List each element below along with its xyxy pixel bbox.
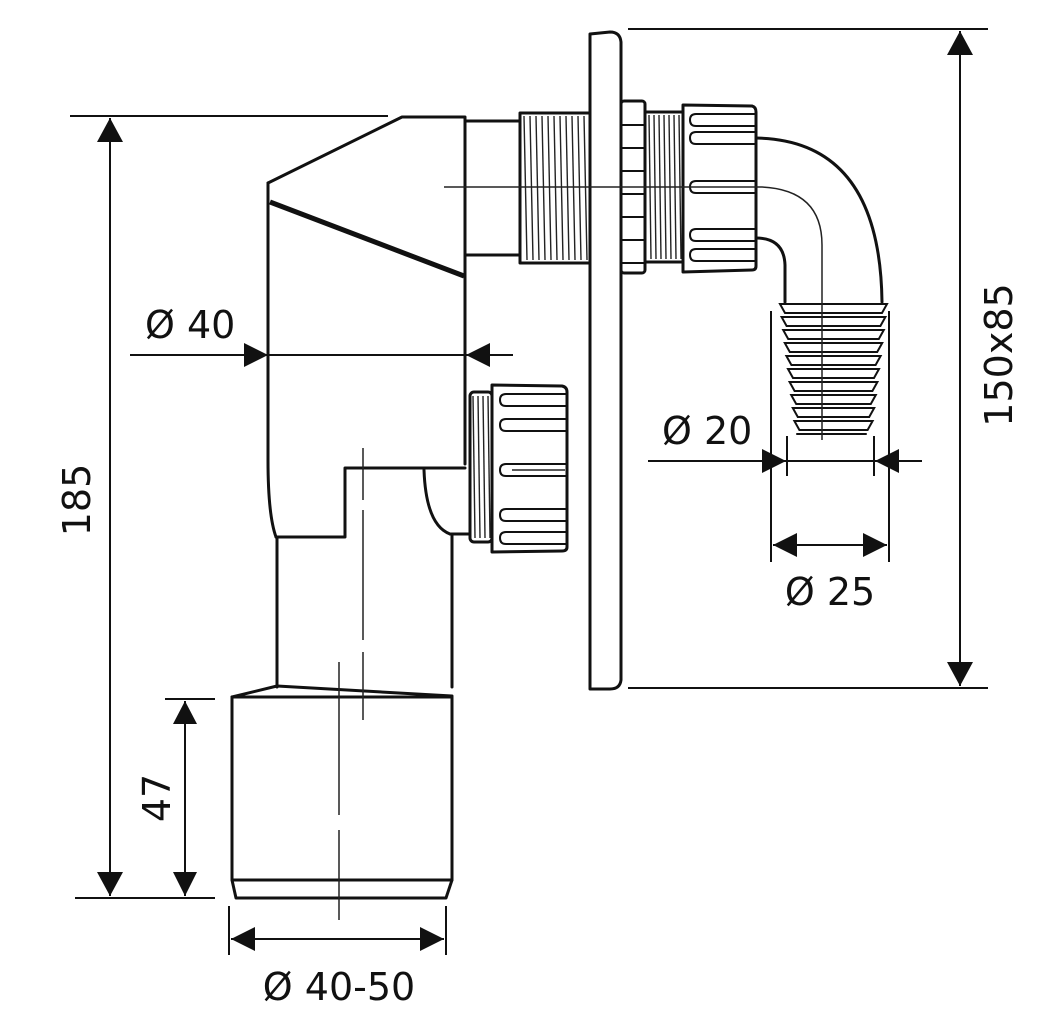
- union-nut: [681, 103, 758, 274]
- hose-rib: [786, 368, 881, 379]
- thread-line: [583, 115, 588, 261]
- hose-rib: [783, 342, 884, 353]
- arrowhead: [231, 927, 255, 951]
- thread-line: [571, 115, 576, 261]
- arrowhead: [863, 533, 887, 557]
- hose-rib: [779, 316, 888, 327]
- thread-line: [487, 395, 491, 539]
- dim-label-150x85: 150x85: [977, 283, 1021, 426]
- nut-grip-slot: [498, 463, 568, 477]
- nut-grip-slot: [688, 228, 757, 242]
- arrowhead: [466, 343, 490, 367]
- dim-label-47: 47: [135, 774, 179, 822]
- arrowhead: [244, 343, 268, 367]
- threaded-wall-connector: [518, 111, 592, 265]
- arrowhead: [420, 927, 444, 951]
- arrowhead: [762, 449, 786, 473]
- thread-line: [577, 115, 582, 261]
- nut-grip-slot: [498, 508, 568, 522]
- arrowhead: [773, 533, 797, 557]
- arrowhead: [97, 118, 123, 142]
- thread-line: [477, 395, 481, 539]
- dimension-outlet-diameter: Ø 40-50: [228, 906, 447, 1009]
- nut-grip-slot: [498, 393, 568, 407]
- arrowhead: [947, 662, 973, 686]
- dim-label-diameter-25: Ø 25: [785, 570, 875, 614]
- dimension-hose-outer-diameter: Ø 25: [770, 311, 890, 614]
- center-lines: [338, 186, 823, 920]
- arrowhead: [947, 31, 973, 55]
- thread-line: [482, 395, 486, 539]
- arrowhead: [97, 872, 123, 896]
- nut-grip-slot: [688, 113, 757, 127]
- thread-line: [547, 115, 552, 261]
- hose-rib: [787, 381, 880, 392]
- siphon-body: [266, 115, 472, 689]
- hose-rib: [784, 355, 883, 366]
- dim-label-diameter-40: Ø 40: [145, 303, 235, 347]
- rear-outlet-stub: [464, 119, 522, 257]
- thread-line: [553, 115, 558, 261]
- dimension-outlet-height: 47: [135, 698, 215, 896]
- hose-rib: [778, 303, 889, 314]
- dimension-wall-plate: 150x85: [628, 28, 1021, 689]
- wall-plate: [588, 30, 623, 691]
- nut-grip-slot: [498, 418, 568, 432]
- dim-label-diameter-20: Ø 20: [662, 409, 752, 453]
- arrowhead: [173, 701, 197, 724]
- thread-line: [529, 115, 534, 261]
- hose-rib: [789, 394, 878, 405]
- arrowhead: [173, 872, 197, 896]
- thread-line: [523, 115, 528, 261]
- dimension-body-diameter: Ø 40: [130, 303, 513, 367]
- dimension-hose-inner-diameter: Ø 20: [648, 409, 922, 476]
- outlet-sleeve: [230, 684, 454, 900]
- hose-elbow: [754, 136, 884, 304]
- nut-grip-slot: [498, 531, 568, 545]
- arrowhead: [875, 449, 899, 473]
- hose-rib: [791, 407, 876, 418]
- thread-line: [559, 115, 564, 261]
- thread-line: [535, 115, 540, 261]
- hose-rib: [792, 420, 875, 431]
- dim-label-diameter-40-50: Ø 40-50: [263, 965, 415, 1009]
- nut-grip-slot: [688, 131, 757, 145]
- ribbed-hose-spigot: [778, 303, 889, 435]
- side-inlet-nut: [468, 383, 569, 554]
- thread-line: [565, 115, 570, 261]
- dim-label-185: 185: [55, 464, 99, 537]
- hose-rib: [781, 329, 886, 340]
- thread-line: [472, 395, 476, 539]
- dimension-total-height: 185: [55, 115, 388, 899]
- nut-grip-slot: [688, 248, 757, 262]
- thread-line: [541, 115, 546, 261]
